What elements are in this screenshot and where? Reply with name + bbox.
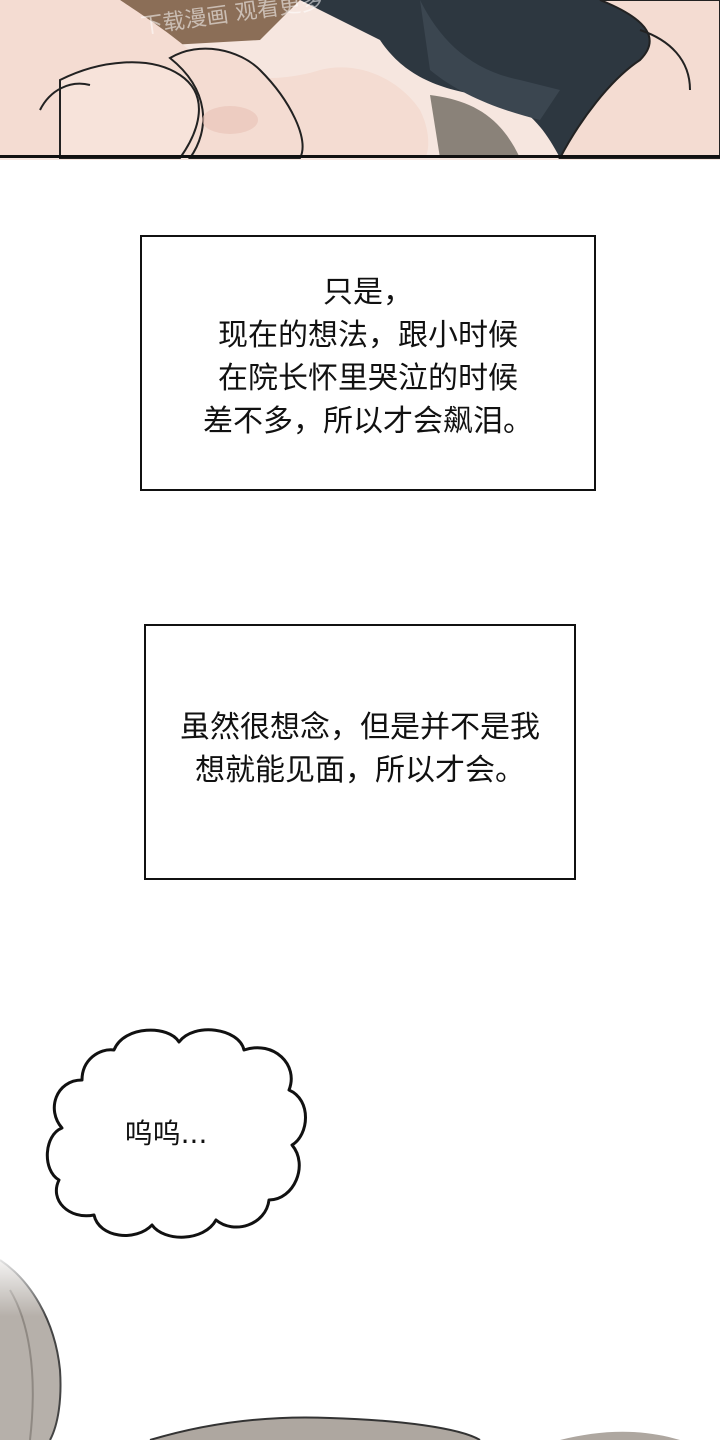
caption-line: 想就能见面，所以才会。	[195, 753, 525, 788]
top-comic-panel: 下载漫画 观看更多	[0, 0, 720, 160]
narration-caption-box: 只是， 现在的想法，跟小时候 在院长怀里哭泣的时候 差不多，所以才会飙泪。	[140, 235, 596, 491]
caption-line: 在院长怀里哭泣的时候	[218, 361, 518, 396]
cloud-bubble-outline	[45, 1028, 307, 1239]
caption-line: 只是，	[323, 275, 413, 310]
bubble-text: 呜呜...	[124, 1117, 208, 1150]
narration-caption-text: 只是， 现在的想法，跟小时候 在院长怀里哭泣的时候 差不多，所以才会飙泪。	[203, 271, 533, 443]
caption-line: 虽然很想念，但是并不是我	[180, 710, 540, 745]
caption-line: 差不多，所以才会飙泪。	[203, 404, 533, 439]
narration-caption-text: 虽然很想念，但是并不是我 想就能见面，所以才会。	[180, 706, 540, 792]
bottom-comic-panel	[0, 1250, 720, 1440]
caption-line: 现在的想法，跟小时候	[218, 318, 518, 353]
top-panel-artwork	[0, 0, 720, 160]
cloud-speech-bubble: 呜呜...	[44, 1020, 310, 1246]
narration-caption-box: 虽然很想念，但是并不是我 想就能见面，所以才会。	[144, 624, 576, 880]
bottom-panel-artwork	[0, 1250, 720, 1440]
